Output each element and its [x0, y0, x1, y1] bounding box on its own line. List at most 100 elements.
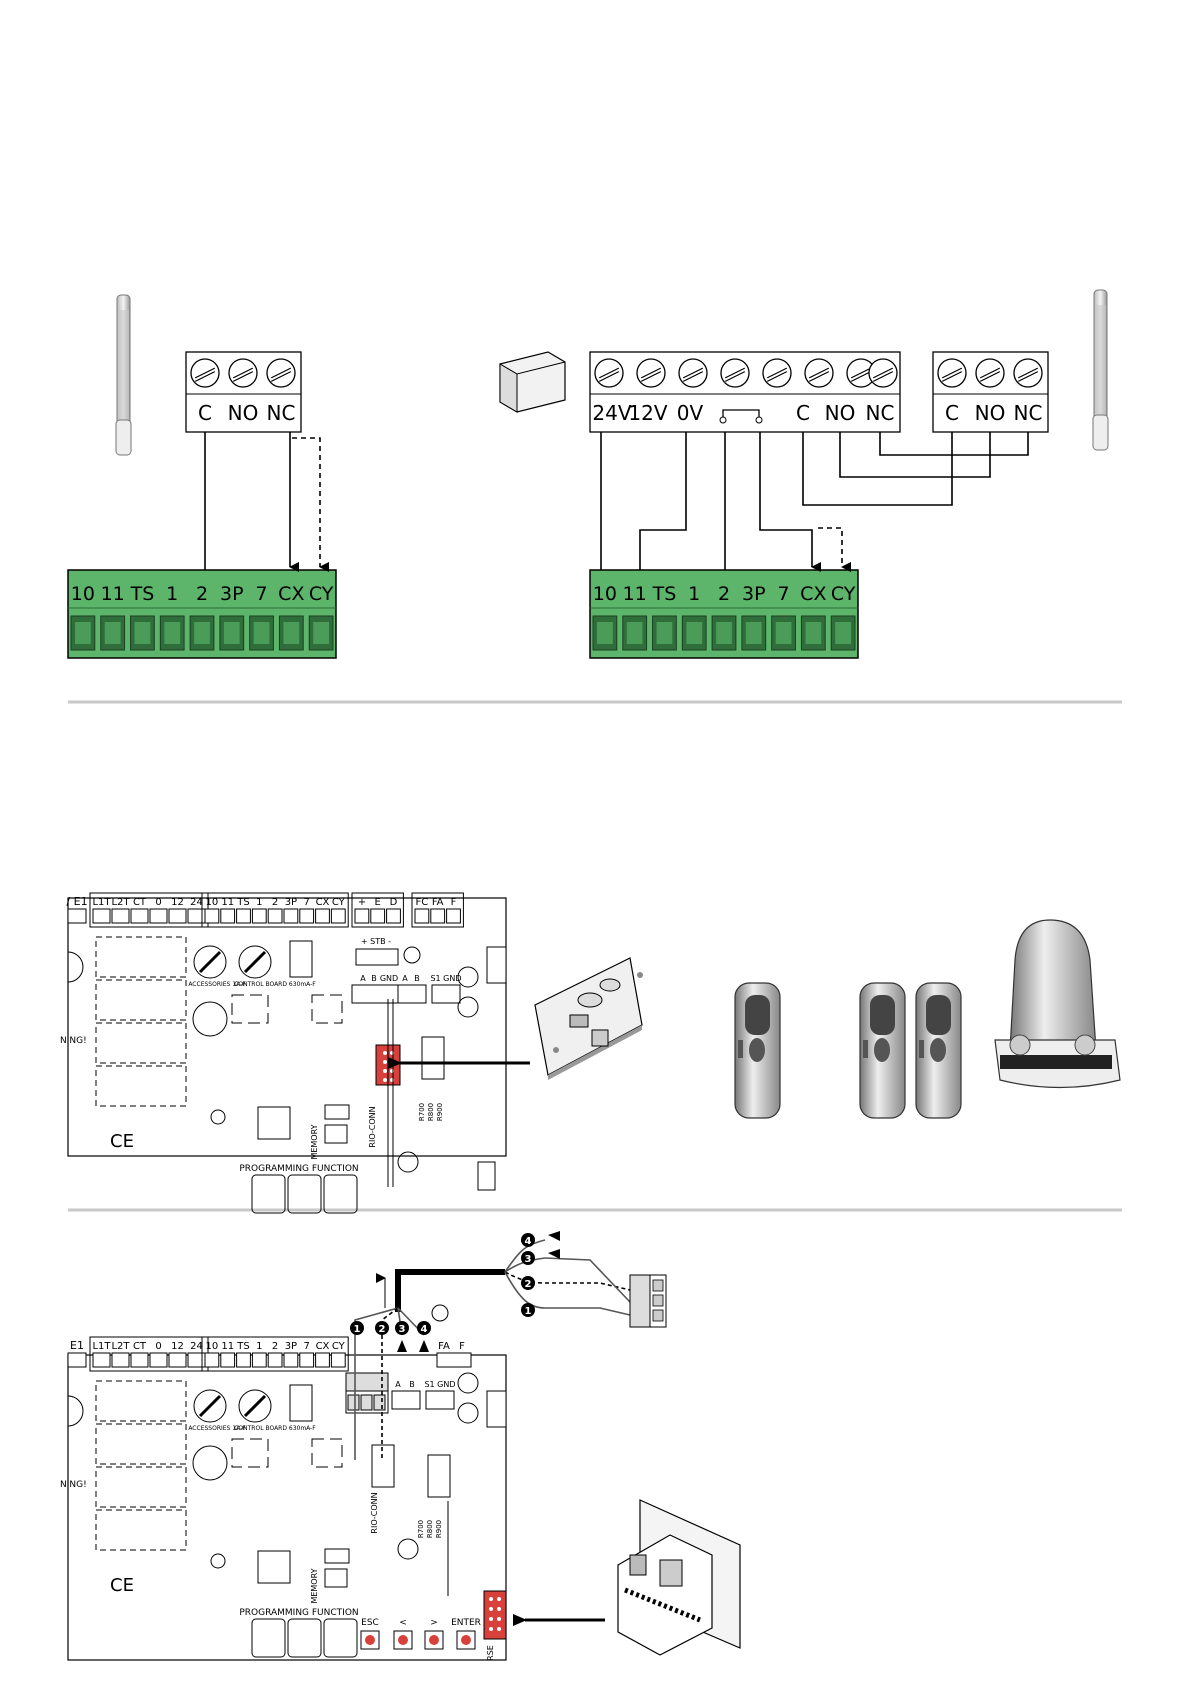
control-board-top [67, 897, 507, 1157]
board-terminal-label-1: 1 [256, 897, 262, 908]
wire-2 [381, 1307, 399, 1460]
memory-label: MEMORY [310, 1568, 319, 1603]
contact-label-c: C [198, 401, 212, 425]
board-terminal-socket [330, 1352, 346, 1368]
board-terminal-socket [204, 1352, 220, 1368]
wire-number-right-2: 2 [525, 1279, 532, 1290]
wire-number-1: 1 [354, 1324, 361, 1335]
left-terminal-10: 10 [71, 583, 95, 605]
wire-number-4: 4 [421, 1324, 428, 1335]
board-terminal-socket [204, 908, 220, 924]
s1gnd-label: S1 GND [430, 974, 461, 983]
flashing-lamp [994, 919, 1121, 1089]
rio-conn-label2: RIO-CONN [370, 1492, 379, 1533]
left-terminal-1: 1 [166, 583, 178, 605]
supply-label-12v: 12V [628, 401, 667, 425]
warning-text: NING! [60, 1480, 87, 1490]
board-terminal-socket [168, 1352, 187, 1368]
board-terminal-label-1: 1 [256, 1341, 262, 1352]
wire-number-right-1: 1 [525, 1306, 532, 1317]
board-label-e1: E1 [70, 1339, 84, 1352]
board-terminal-label-2: 2 [272, 1341, 278, 1352]
relay-contact-label-c: C [796, 401, 810, 425]
board-terminal-socket [168, 908, 187, 924]
warning-text: NING! [60, 1036, 87, 1046]
board-terminal-strip [411, 892, 464, 928]
board-terminal-socket [299, 1352, 315, 1368]
board-terminal-socket [299, 908, 315, 924]
wire-number-badge [521, 1276, 535, 1290]
right-terminal-2: 2 [718, 583, 730, 605]
relay-outline [95, 1065, 187, 1107]
board-terminal-socket [220, 1352, 236, 1368]
wire-nc-to-cy [292, 437, 329, 572]
board-terminal-label-0: 0 [155, 897, 161, 908]
supply-label-0v: 0V [677, 401, 704, 425]
photocell-pair [859, 982, 962, 1119]
board-button-label-3: ENTER [451, 1618, 481, 1628]
board-terminal-label-fa: FA [432, 897, 444, 908]
wire-end-cap-3 [397, 1340, 407, 1352]
r-model-label-r800: R800 [427, 1103, 435, 1121]
board-button-led [429, 1635, 439, 1645]
wire-number-badge [521, 1251, 535, 1265]
board-terminal-socket [111, 1352, 130, 1368]
relay-outline [95, 1423, 187, 1465]
fuse-label-board: CONTROL BOARD 630mA-F [234, 1425, 316, 1432]
programming-button [287, 1174, 322, 1214]
board-terminal-label-l2t: L2T [111, 1341, 130, 1352]
stb-label: + STB - [361, 937, 391, 946]
board-button-led [365, 1635, 375, 1645]
board-button-led [398, 1635, 408, 1645]
board-terminal-socket [130, 908, 149, 924]
board-terminal-label-f: F [459, 1341, 465, 1352]
connection-cable [376, 1269, 505, 1312]
ce-mark: CE [110, 1131, 134, 1152]
board-button-label-0: ESC [361, 1618, 379, 1628]
switch-symbol [722, 409, 760, 417]
board-terminal-socket [149, 1352, 168, 1368]
relay-module-icon [499, 351, 566, 413]
board-terminal-socket [251, 1352, 267, 1368]
board-terminal-socket [430, 908, 446, 924]
board-terminal-socket [92, 1352, 111, 1368]
board-terminal-label-10: 10 [206, 897, 219, 908]
wire-1 [354, 1307, 399, 1460]
board-terminal-strip [201, 892, 349, 928]
r-model-label2-r700: R700 [417, 1520, 425, 1538]
memory-slot [324, 1104, 350, 1120]
ab2-label-b2: B [409, 1380, 415, 1389]
board-terminal-socket [330, 908, 346, 924]
right-terminal-1: 1 [688, 583, 700, 605]
board-button-label-2: > [430, 1618, 438, 1628]
board-terminal-socket [370, 908, 386, 924]
board-terminal-label-2: 2 [272, 897, 278, 908]
wire-number-badge [417, 1321, 431, 1335]
wire-number-right-3: 3 [525, 1254, 532, 1265]
fuse-label-board: CONTROL BOARD 630mA-F [234, 981, 316, 988]
board-terminal-label-l2t: L2T [111, 897, 130, 908]
board-terminal-label-ts: TS [236, 897, 249, 908]
contact-label-no: NO [228, 401, 259, 425]
photocell-single [734, 982, 781, 1119]
board-terminal-socket [130, 1352, 149, 1368]
board-terminal-label-3p: 3P [285, 897, 297, 908]
programming-button [251, 1174, 286, 1214]
board-terminal-strip [351, 892, 404, 928]
microcontroller [257, 1106, 291, 1140]
contact-label-nc: NC [267, 401, 296, 425]
memory-label: MEMORY [310, 1124, 319, 1159]
board-terminal-label-cy: CY [332, 1341, 346, 1352]
stb-terminal [355, 948, 399, 966]
board-terminal-label-fa: FA [438, 1341, 450, 1352]
wire-end-cap-4 [419, 1340, 429, 1352]
wire-number-2: 2 [379, 1324, 386, 1335]
ab2-label-a2: A [395, 1380, 401, 1389]
board-terminal-label-24: 24 [190, 1341, 203, 1352]
rse-connector [483, 1590, 507, 1640]
board-terminal-label-0: 0 [155, 1341, 161, 1352]
microcontroller [257, 1550, 291, 1584]
board-terminal-label-ts: TS [236, 1341, 249, 1352]
